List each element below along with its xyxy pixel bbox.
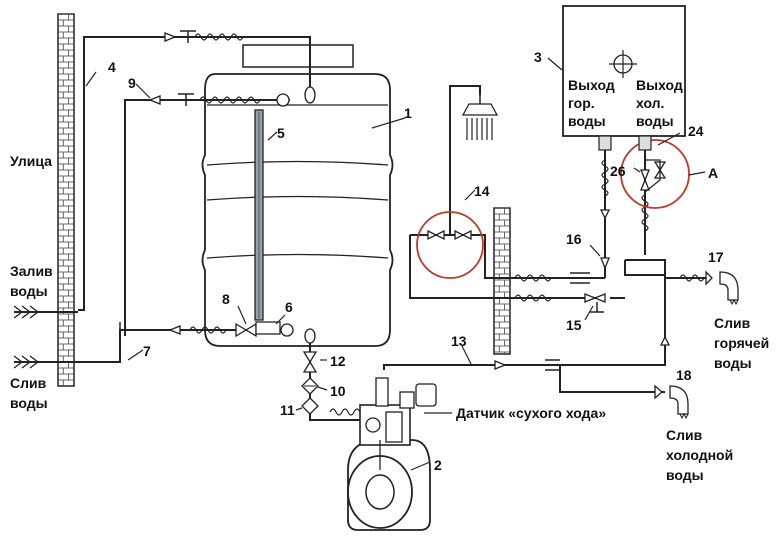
label-water-inlet-1: Залив [10, 263, 53, 279]
callout-17: 17 [708, 249, 724, 265]
callout-13: 13 [451, 333, 467, 349]
label-water-inlet-2: воды [10, 283, 48, 299]
label-hot-drain-1: Слив [714, 315, 751, 331]
label-cold-out-1: Выход [636, 77, 683, 93]
detail-circle-14 [416, 211, 484, 279]
detail-circle-a [620, 139, 690, 209]
callout-5: 5 [277, 125, 285, 141]
valves-24-26 [640, 159, 667, 193]
callout-7: 7 [143, 343, 151, 359]
street-brick-wall [57, 13, 75, 387]
water-heater [562, 5, 686, 151]
label-detail-a: А [708, 165, 718, 181]
level-indicator-tube [254, 109, 264, 321]
callout-16: 16 [566, 231, 582, 247]
storage-tank [201, 44, 394, 347]
labels: Улица Залив воды Слив воды Выход гор. во… [10, 77, 769, 483]
pump [347, 377, 437, 531]
label-cold-drain-3: воды [666, 467, 704, 483]
label-water-drain-2: воды [10, 395, 48, 411]
valves [119, 30, 713, 415]
inner-brick-wall [493, 207, 511, 355]
pipes [14, 36, 712, 421]
street-nozzles [13, 305, 40, 369]
label-dry-run-sensor: Датчик «сухого хода» [456, 405, 606, 421]
callout-2: 2 [434, 457, 442, 473]
callout-14: 14 [474, 183, 490, 199]
label-cold-out-2: хол. [636, 95, 664, 111]
callout-9: 9 [128, 75, 136, 91]
label-hot-out-2: гор. [568, 95, 595, 111]
label-hot-out-3: воды [568, 113, 606, 129]
callout-15: 15 [566, 317, 582, 333]
label-hot-drain-3: воды [714, 355, 752, 371]
flexible-hoses [189, 33, 705, 416]
callout-3: 3 [534, 49, 542, 65]
callout-6: 6 [285, 299, 293, 315]
callout-18: 18 [676, 367, 692, 383]
label-cold-out-3: воды [636, 113, 674, 129]
callout-10: 10 [330, 383, 346, 399]
label-cold-drain-1: Слив [666, 427, 703, 443]
label-cold-drain-2: холодной [666, 447, 733, 463]
leader-lines [85, 57, 706, 471]
drain-spouts [669, 271, 739, 420]
callout-12: 12 [330, 353, 346, 369]
callout-4: 4 [108, 59, 116, 75]
label-hot-drain-2: горячей [714, 335, 769, 351]
number-callouts: 1 2 3 4 5 6 7 8 9 10 11 12 13 14 15 16 1… [108, 49, 724, 473]
label-water-drain-1: Слив [10, 375, 47, 391]
label-hot-out-1: Выход [568, 77, 615, 93]
callout-8: 8 [222, 291, 230, 307]
callout-1: 1 [404, 105, 412, 121]
callout-26: 26 [610, 163, 626, 179]
callout-24: 24 [688, 123, 704, 139]
label-street: Улица [10, 153, 52, 169]
shower-head [461, 95, 499, 140]
callout-11: 11 [280, 402, 295, 418]
